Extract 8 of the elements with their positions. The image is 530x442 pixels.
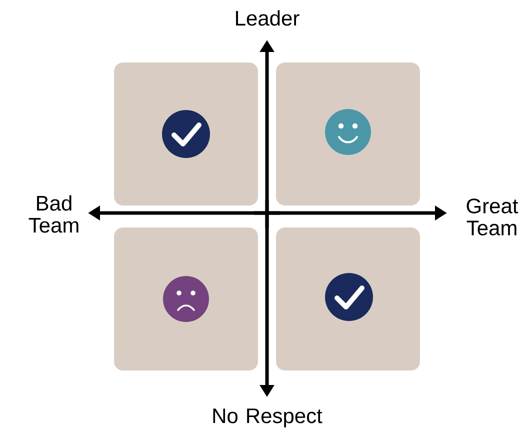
quadrant-box bbox=[114, 62, 258, 206]
axis-label: Bad Team bbox=[28, 195, 78, 233]
quadrant-box bbox=[114, 228, 258, 370]
axis-label: Leader bbox=[236, 10, 300, 26]
quadrant-box bbox=[276, 228, 420, 370]
quadrant-box bbox=[276, 62, 420, 206]
axis-label: No Respect bbox=[213, 408, 322, 428]
axis-label: Great Team bbox=[466, 198, 518, 236]
